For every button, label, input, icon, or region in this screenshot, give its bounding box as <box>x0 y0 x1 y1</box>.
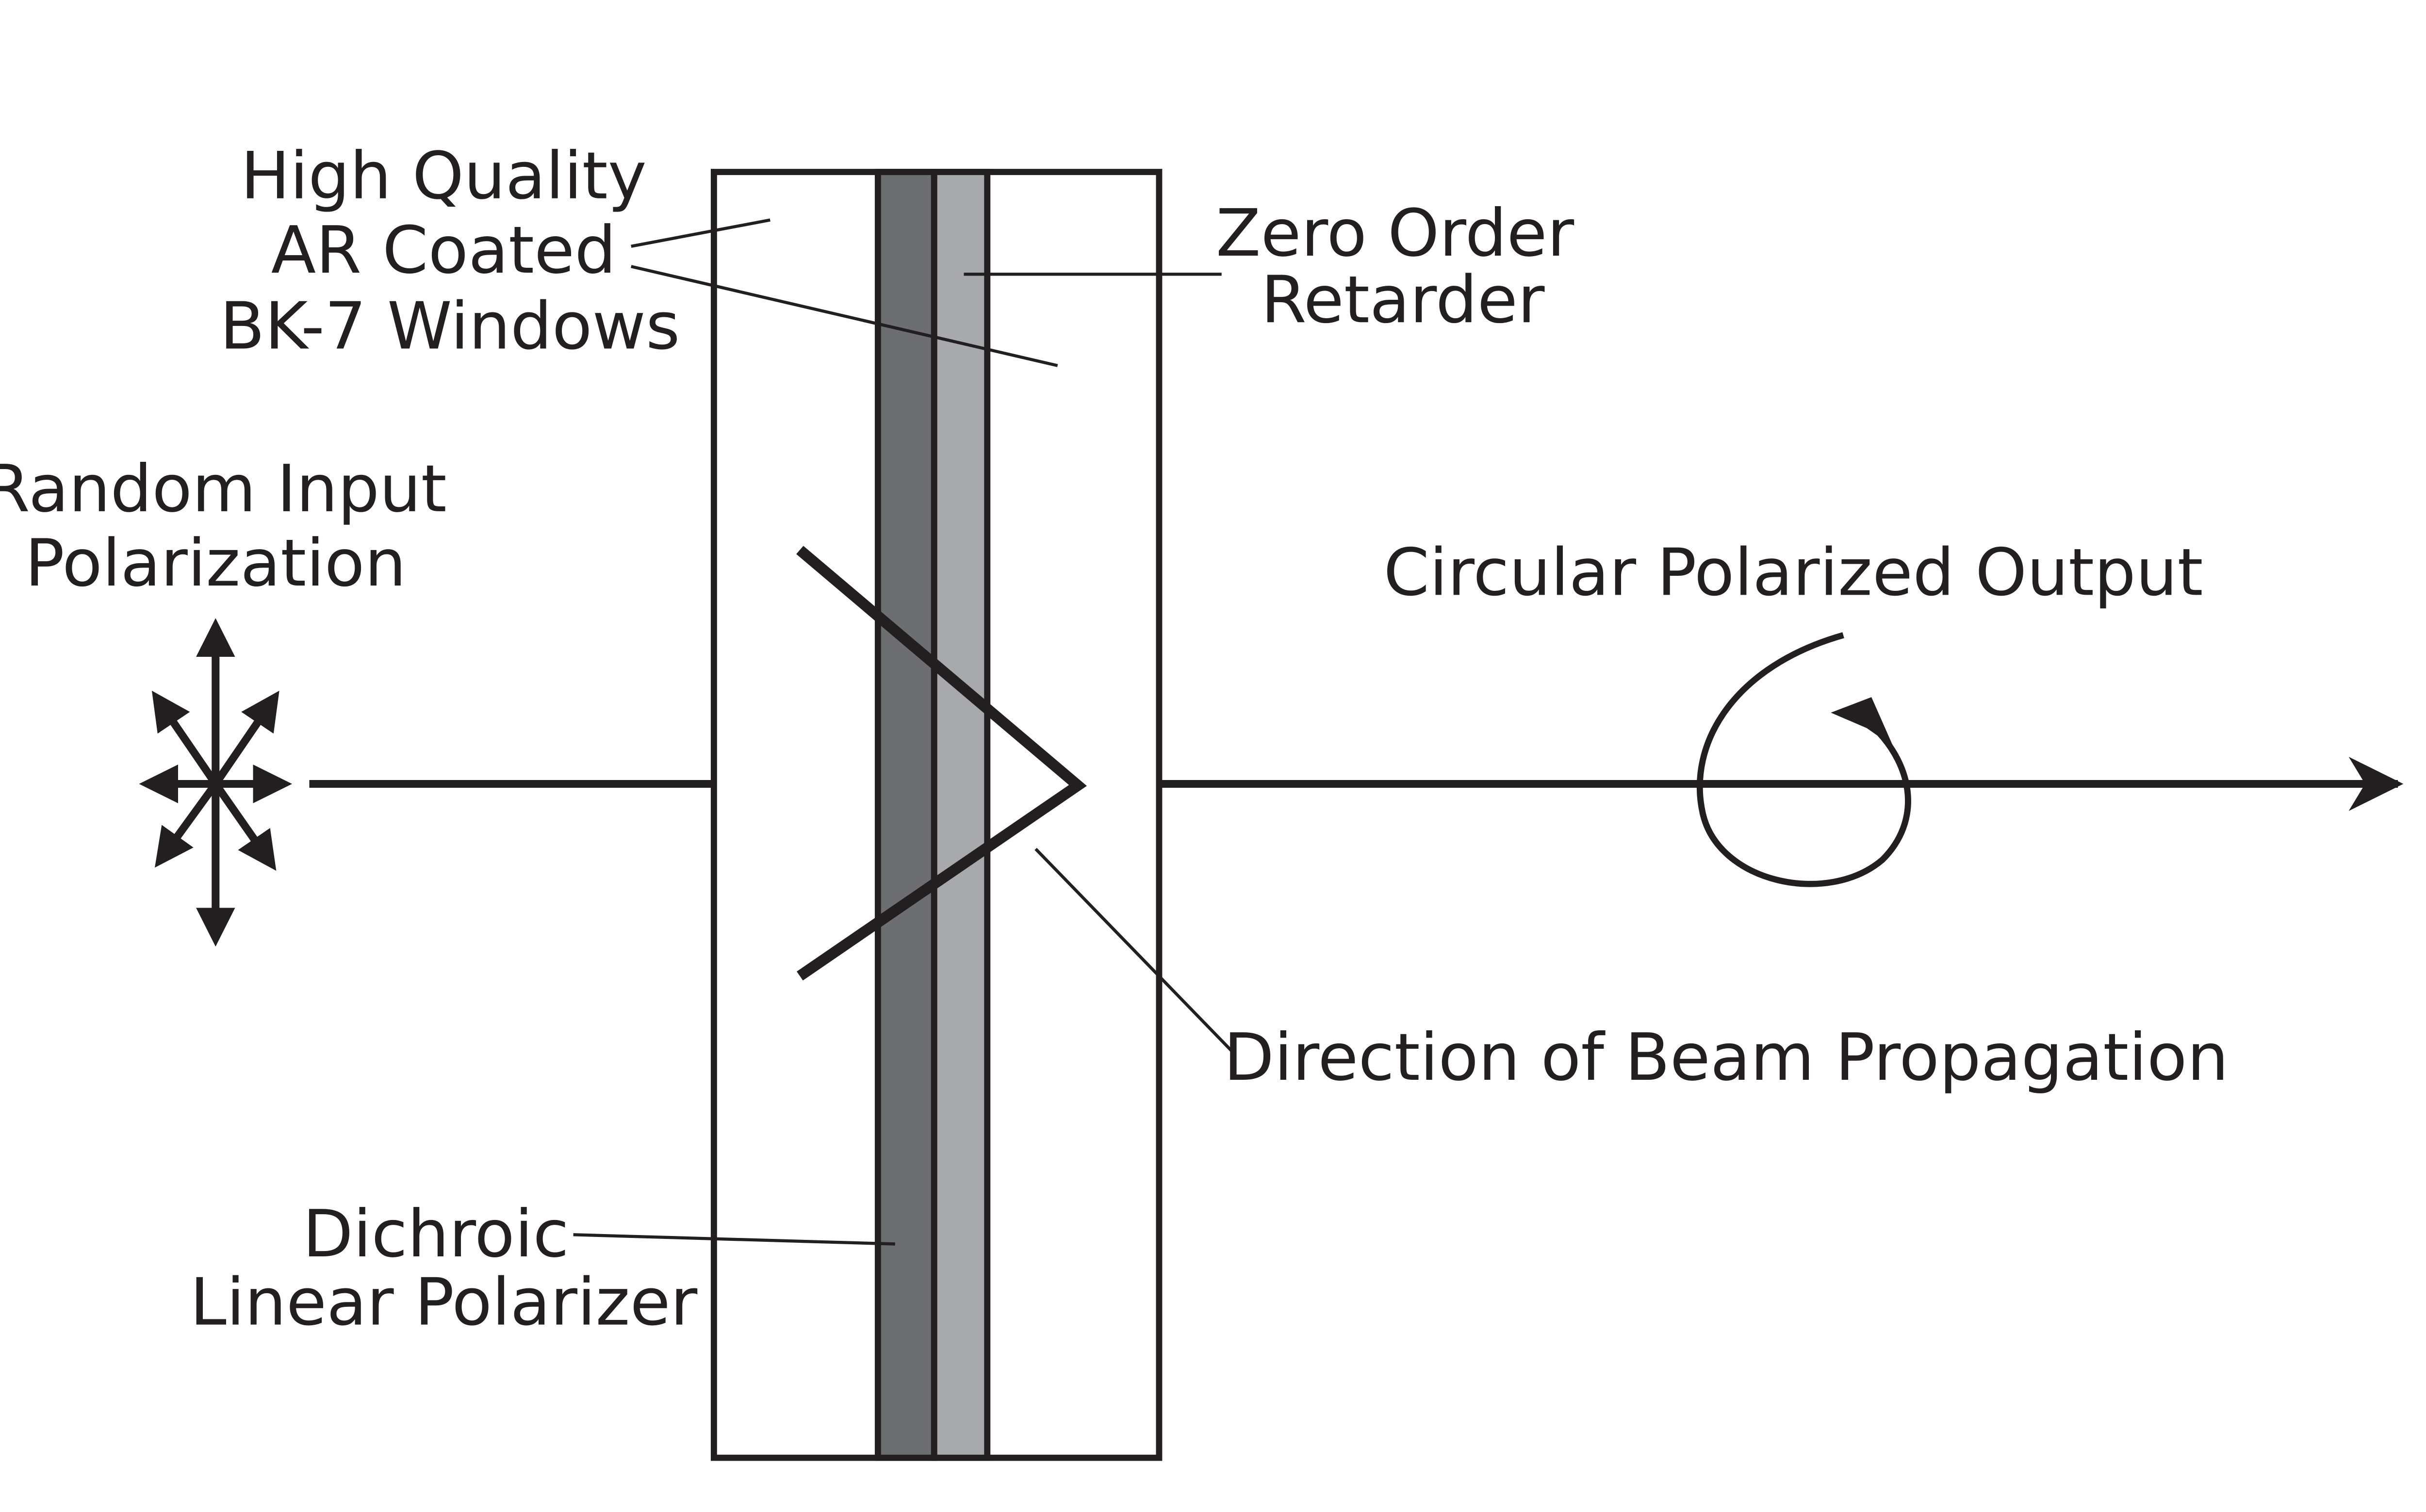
windows-leader-b <box>630 265 1058 367</box>
propagation-leader <box>1034 847 1235 1055</box>
retarder-label-line1: Zero Order <box>1216 195 1574 271</box>
input-label-line1: Random Input <box>0 451 447 526</box>
polarizer-label-line2: Linear Polarizer <box>190 1264 698 1340</box>
input-label-line2: Polarization <box>25 525 406 601</box>
dichroic-polarizer-layer <box>874 169 937 1461</box>
propagation-label: Direction of Beam Propagation <box>1224 1019 2229 1095</box>
random-polarization-icon <box>139 618 293 947</box>
retarder-label-line2: Retarder <box>1261 262 1545 338</box>
circular-arrowhead-icon <box>1831 697 1894 747</box>
windows-label-line2: AR Coated <box>271 212 616 288</box>
zero-order-retarder-layer <box>931 169 991 1461</box>
output-label: Circular Polarized Output <box>1383 535 2203 610</box>
beam-direction-chevron <box>796 546 1087 981</box>
windows-leader-a <box>631 218 770 248</box>
windows-label-line1: High Quality <box>241 138 647 213</box>
circular-polarization-icon <box>1696 632 1911 887</box>
polarizer-label-line1: Dichroic <box>303 1196 569 1272</box>
windows-label-line3: BK-7 Windows <box>220 288 680 364</box>
polarizer-leader <box>573 1233 895 1246</box>
polarizer-assembly <box>710 169 1163 1461</box>
